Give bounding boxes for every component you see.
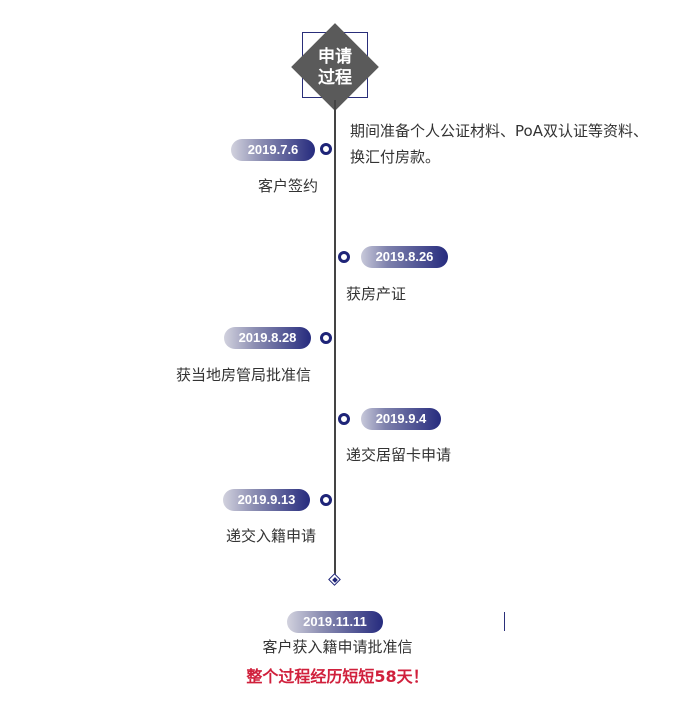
process-description: 期间准备个人公证材料、PoA双认证等资料、换汇付房款。 — [350, 122, 648, 166]
page-title: 申请 过程 — [292, 47, 378, 89]
event-label: 递交入籍申请 — [226, 527, 317, 545]
title-diamond: 申请 过程 — [292, 24, 378, 110]
date-badge: 2019.9.13 — [223, 489, 310, 511]
final-label: 客户获入籍申请批准信 — [262, 638, 413, 656]
date-badge: 2019.9.4 — [361, 408, 441, 430]
event-label: 递交居留卡申请 — [346, 446, 452, 464]
timeline-dot — [320, 332, 332, 344]
text-cursor-mark — [504, 612, 505, 631]
date-badge: 2019.7.6 — [231, 139, 315, 161]
timeline-dot — [338, 413, 350, 425]
title-line-2: 过程 — [318, 68, 352, 88]
timeline-line — [334, 100, 336, 578]
timeline-end-diamond-icon — [329, 574, 341, 586]
event-label: 获当地房管局批准信 — [176, 366, 312, 384]
event-label: 获房产证 — [346, 285, 407, 303]
date-badge: 2019.8.28 — [224, 327, 311, 349]
timeline-dot — [338, 251, 350, 263]
timeline-dot — [320, 494, 332, 506]
date-badge: 2019.8.26 — [361, 246, 448, 268]
final-note: 整个过程经历短短58天！ — [246, 667, 429, 686]
timeline-dot — [320, 143, 332, 155]
final-date-badge: 2019.11.11 — [287, 611, 383, 633]
title-line-1: 申请 — [318, 47, 352, 67]
event-label: 客户签约 — [258, 177, 319, 195]
